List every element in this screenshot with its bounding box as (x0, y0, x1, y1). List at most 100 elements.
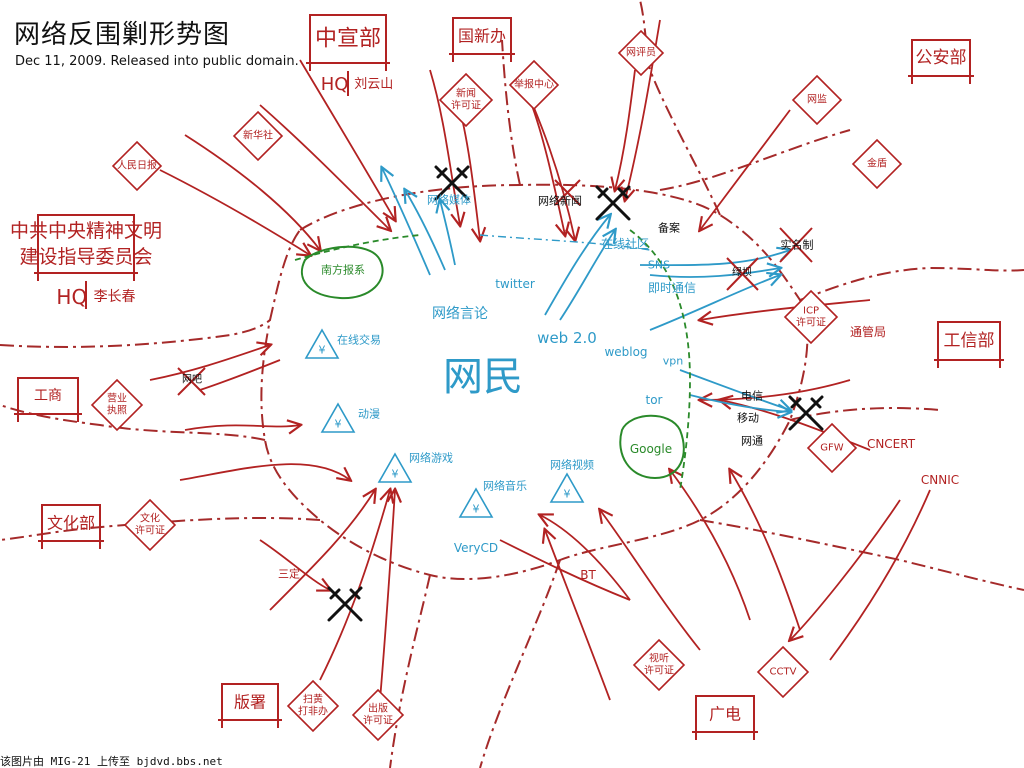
diamond-gfw: GFW (806, 422, 858, 474)
diamond-renminribao-label: 人民日报 (117, 159, 157, 172)
yen-symbol: ¥ (335, 418, 342, 431)
label-weblog: weblog (604, 345, 647, 359)
box-wenhuabu-label: 文化部 (47, 514, 95, 533)
diamond-xinhuashe-label: 新华社 (243, 129, 273, 142)
yen-triangle-icon: ¥ (304, 328, 340, 359)
box-banshu-label: 版署 (234, 693, 266, 712)
nanfang-oval (300, 245, 384, 300)
box-guoxinban: 国新办 (449, 17, 515, 62)
box-banshu: 版署 (218, 683, 282, 728)
yen-symbol: ¥ (564, 488, 571, 501)
label-dianxin: 电信 (741, 390, 763, 403)
yen-symbol: ¥ (473, 503, 480, 516)
label-shimingzhi: 实名制 (781, 238, 814, 252)
label-wangluo-youxi: 网络游戏 (409, 451, 453, 465)
label-bt: BT (580, 568, 596, 582)
center-label-wangmin: 网民 (443, 354, 523, 400)
box-gongxinbu-label: 工信部 (944, 331, 995, 351)
label-nanfang: 南方报系 (321, 263, 365, 277)
box-gonganbu-label: 公安部 (916, 48, 967, 68)
label-dongman: 动漫 (358, 407, 380, 421)
diamond-xinwen-label-line2: 许可证 (451, 100, 481, 112)
diamond-wangpingyuan: 网评员 (617, 29, 665, 77)
label-sanding: 三定 (278, 567, 300, 581)
box-wenming-label-line1: 中共中央精神文明 (10, 220, 162, 242)
diamond-saohuang-label-line2: 打非办 (298, 705, 328, 718)
label-wangluo-meiti: 网络媒体 (427, 193, 471, 207)
crossed-swords-icon (434, 165, 470, 201)
label-cncert: CNCERT (867, 437, 916, 451)
label-sns: SNS (648, 259, 670, 272)
label-twitter: twitter (495, 277, 535, 291)
diamond-icp-label-line2: 许可证 (796, 317, 826, 329)
diagram-subtitle: Dec 11, 2009. Released into public domai… (15, 54, 299, 69)
box-zhongxuanbu-hq: HQ 刘云山 (321, 74, 393, 95)
label-google: Google (630, 442, 672, 456)
crossed-swords-icon (788, 395, 824, 431)
crossed-swords-icon (595, 185, 631, 221)
label-zaixian-jiaoyi: 在线交易 (337, 333, 381, 347)
box-gongshang: 工商 (14, 377, 82, 422)
diamond-jindun: 金盾 (851, 138, 903, 190)
label-yidong: 移动 (737, 412, 759, 425)
yen-symbol: ¥ (392, 468, 399, 481)
label-wangluo-shipin: 网络视频 (550, 458, 594, 472)
label-wangluo-yanlun: 网络言论 (432, 306, 488, 322)
diamond-icp-label-line1: ICP (803, 306, 819, 317)
box-guoxinban-label: 国新办 (458, 27, 506, 46)
label-zaixian-shequ: 在线社区 (601, 236, 649, 251)
diamond-gfw-label: GFW (820, 443, 844, 454)
diamond-jubao: 举报中心 (508, 59, 560, 111)
label-wangluo-xinwen: 网络新闻 (538, 194, 582, 208)
red-x-marks (177, 179, 813, 396)
diamond-chuban-label-line2: 许可证 (363, 715, 393, 727)
crossed-swords-icon (327, 586, 363, 622)
box-wenming-hq: HQ 李长春 (56, 285, 135, 309)
diamond-wangjian-label: 网监 (807, 93, 827, 106)
label-tongguanju: 通管局 (850, 324, 886, 339)
label-fandu: 备案 (658, 221, 680, 235)
yen-triangle-icon: ¥ (549, 472, 585, 503)
sword-group (327, 165, 824, 622)
box-guangdian-label: 广电 (709, 705, 741, 724)
box-gongshang-label: 工商 (34, 388, 62, 404)
label-verycd: VeryCD (454, 541, 498, 555)
diamond-xinwen-label-line1: 新闻 (456, 87, 476, 100)
diamond-chuban-label-line1: 出版 (368, 702, 388, 715)
diamond-jubao-label: 举报中心 (514, 78, 554, 91)
diamond-cctv-label: CCTV (770, 667, 797, 678)
label-tor: tor (646, 393, 663, 407)
label-vpn: vpn (663, 355, 683, 368)
diamond-xinhuashe: 新华社 (232, 110, 284, 162)
label-wangluo-yinyue: 网络音乐 (483, 479, 527, 493)
netizen-arrows (382, 168, 790, 412)
diamond-shiting-label-line2: 许可证 (644, 665, 674, 677)
diamond-shiting-label-line1: 视听 (649, 652, 669, 665)
diamond-group: 新华社人民日报新闻许可证举报中心网评员网监金盾ICP许可证营业执照文化许可证GF… (90, 29, 903, 742)
yen-group: ¥ ¥ ¥ ¥ ¥ (304, 328, 585, 518)
diamond-wangjian: 网监 (791, 74, 843, 126)
diamond-wangpingyuan-label: 网评员 (626, 47, 656, 59)
diamond-saohuang-label-line1: 扫黄 (303, 693, 323, 706)
label-web20: web 2.0 (537, 329, 597, 347)
diamond-yingye-label-line2: 执照 (107, 404, 127, 417)
yen-symbol: ¥ (319, 344, 326, 357)
label-wangtong: 网通 (741, 435, 763, 448)
diagram-title: 网络反围剿形势图 (14, 20, 231, 50)
box-guangdian: 广电 (692, 695, 758, 740)
diamond-wenhua-xk-label-line2: 许可证 (135, 525, 165, 537)
diamond-jindun-label: 金盾 (867, 157, 887, 170)
box-gongxinbu: 工信部 (934, 321, 1004, 368)
